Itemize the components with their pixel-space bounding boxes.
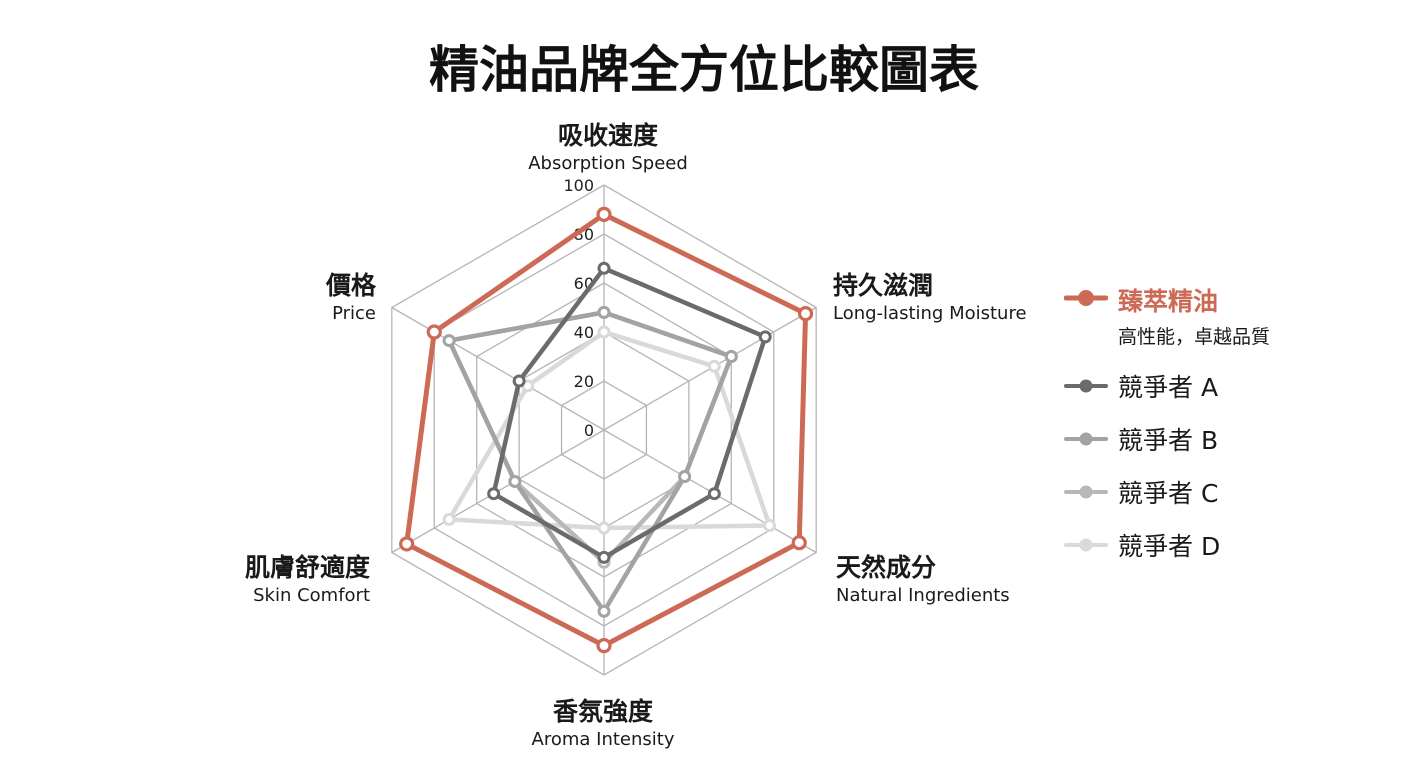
series-2	[442, 305, 738, 618]
legend-swatch	[1064, 290, 1108, 306]
legend-label: 臻萃精油	[1118, 287, 1219, 316]
data-point	[758, 330, 772, 344]
series-0	[399, 206, 814, 654]
axis-label-4: 肌膚舒適度 Skin Comfort	[245, 553, 370, 606]
legend-swatch	[1064, 485, 1108, 498]
data-point	[597, 261, 611, 275]
radar-series	[399, 206, 814, 654]
legend-label: 競爭者 A	[1118, 372, 1219, 402]
axis-label-2: 天然成分 Natural Ingredients	[836, 553, 1010, 606]
data-point	[596, 206, 612, 222]
axis-label-zh: 天然成分	[836, 553, 936, 582]
data-point	[442, 334, 456, 348]
data-point	[597, 521, 611, 535]
axis-label-1: 持久滋潤 Long-lasting Moisture	[833, 271, 1027, 324]
legend-item: 競爭者 C	[1064, 465, 1394, 518]
data-point	[724, 350, 738, 363]
axis-label-en: Aroma Intensity	[532, 729, 675, 750]
data-point	[399, 536, 415, 552]
axis-label-zh: 吸收速度	[558, 121, 658, 150]
tick-label: 0	[584, 421, 594, 440]
data-point	[762, 519, 776, 533]
axis-label-zh: 肌膚舒適度	[245, 553, 370, 582]
data-point	[442, 512, 456, 526]
axis-label-en: Skin Comfort	[253, 585, 370, 606]
chart-title: 精油品牌全方位比較圖表	[429, 41, 979, 99]
data-point	[512, 374, 526, 388]
axis-label-zh: 價格	[325, 271, 377, 300]
legend-swatch	[1064, 379, 1108, 392]
data-point	[596, 637, 612, 654]
data-point	[426, 324, 442, 340]
legend-label: 競爭者 C	[1118, 478, 1219, 508]
radar-axes	[391, 185, 817, 675]
legend-item: 競爭者 B	[1064, 412, 1394, 465]
axis-label-en: Long-lasting Moisture	[833, 303, 1027, 324]
data-point	[487, 487, 501, 501]
data-point	[678, 470, 692, 484]
legend-label: 競爭者 D	[1118, 531, 1221, 561]
legend-swatch	[1064, 432, 1108, 445]
legend-label: 競爭者 B	[1118, 425, 1219, 455]
data-point	[707, 487, 721, 501]
series-line	[404, 211, 809, 649]
tick-label: 40	[574, 323, 594, 342]
axis-label-en: Absorption Speed	[528, 153, 688, 174]
axis-label-en: Natural Ingredients	[836, 585, 1010, 606]
axis-label-0: 吸收速度 Absorption Speed	[528, 121, 688, 174]
axis-label-zh: 香氛強度	[553, 697, 653, 726]
legend-item: 競爭者 D	[1064, 518, 1394, 571]
data-point	[597, 305, 611, 319]
data-point	[797, 306, 814, 322]
radar-axis-labels: 吸收速度 Absorption Speed 持久滋潤 Long-lasting Moi…	[245, 121, 1027, 750]
data-point	[508, 474, 522, 488]
legend-swatch	[1064, 538, 1108, 551]
data-point	[707, 359, 721, 373]
tick-label: 20	[574, 372, 594, 391]
legend: 臻萃精油高性能，卓越品質競爭者 A 競爭者 B 競爭者 C 競爭者 D	[1064, 282, 1394, 571]
legend-item: 競爭者 A	[1064, 359, 1394, 412]
data-point	[791, 535, 807, 551]
legend-subtitle: 高性能，卓越品質	[1118, 326, 1271, 348]
data-point	[597, 325, 611, 339]
axis-label-5: 價格 Price	[325, 271, 377, 324]
series-4	[442, 325, 776, 535]
data-point	[597, 550, 611, 564]
series-1	[487, 261, 772, 564]
data-point	[597, 604, 611, 618]
axis-label-en: Price	[332, 303, 376, 324]
tick-label: 100	[563, 176, 594, 195]
axis-label-zh: 持久滋潤	[833, 271, 933, 300]
axis-spoke	[391, 306, 605, 431]
axis-label-3: 香氛強度 Aroma Intensity	[532, 697, 675, 750]
legend-item: 臻萃精油高性能，卓越品質	[1064, 282, 1394, 349]
